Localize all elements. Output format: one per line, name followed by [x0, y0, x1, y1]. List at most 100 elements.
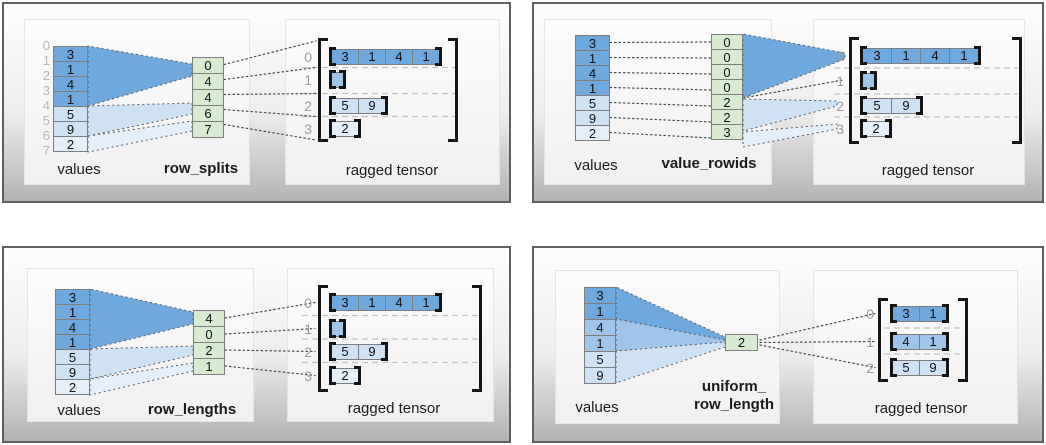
bracket-left — [329, 319, 336, 338]
bracket-left — [329, 119, 336, 138]
bracket-right — [942, 304, 949, 323]
bracket-right — [1012, 37, 1022, 144]
bracket-right — [916, 96, 923, 115]
values-cell: 2 — [575, 125, 610, 141]
values-column: 3 1 4 1 5 9 2 — [53, 46, 88, 152]
tensor-row: 2 — [329, 366, 361, 385]
param-cell: 0 — [711, 49, 743, 65]
param-column: 2 — [725, 334, 758, 351]
values-cell: 5 — [584, 351, 616, 368]
bracket-left — [329, 96, 336, 115]
values-cell: 1 — [575, 50, 610, 66]
row-index-label: 3 — [42, 82, 50, 98]
tensor-cell: 4 — [385, 48, 413, 65]
tensor-cell: 9 — [358, 343, 386, 360]
tensor-cell: 4 — [920, 47, 950, 64]
values-label: values — [575, 399, 619, 416]
values-cell: 1 — [584, 335, 616, 352]
values-cell: 3 — [584, 287, 616, 304]
values-cell: 1 — [584, 303, 616, 320]
bracket-right — [448, 38, 458, 142]
bracket-left — [860, 119, 867, 138]
tensor-row-empty — [329, 319, 346, 338]
tensor-row-label: 1 — [304, 71, 312, 88]
tensor-cell: 1 — [358, 48, 386, 65]
bracket-right — [870, 71, 877, 90]
param-label: row_splits — [163, 160, 239, 177]
tensor-row-label: 1 — [836, 72, 844, 89]
values-cell: 3 — [575, 35, 610, 51]
tensor-row: 3 1 4 1 — [329, 47, 442, 66]
bracket-left — [329, 293, 336, 312]
values-cell: 4 — [575, 65, 610, 81]
quadrant-row-lengths: 3 1 4 1 5 9 2 4 0 2 1 values row_lengths… — [2, 246, 511, 443]
values-cell: 1 — [575, 80, 610, 96]
bracket-left — [318, 285, 328, 392]
values-label: values — [57, 402, 101, 419]
tensor-label: ragged tensor — [347, 400, 441, 417]
values-column: 3 1 4 1 5 9 — [584, 287, 616, 384]
tensor-row-label: 2 — [836, 97, 844, 114]
param-column: 4 0 2 1 — [193, 310, 225, 375]
tensor-row-label: 1 — [866, 333, 874, 350]
param-cell: 3 — [711, 124, 743, 140]
param-cell: 2 — [711, 109, 743, 125]
param-label-line2: row_length — [693, 396, 775, 413]
bracket-right — [381, 96, 388, 115]
tensor-label: ragged tensor — [345, 162, 439, 179]
tensor-label: ragged tensor — [881, 162, 975, 179]
bracket-left — [890, 358, 897, 377]
row-index-label: 0 — [42, 37, 50, 53]
bracket-right — [885, 119, 892, 138]
bracket-right — [354, 366, 361, 385]
quadrant-row-splits: 0 1 2 3 4 5 6 7 3 1 4 1 5 9 2 0 4 4 6 7 … — [2, 2, 511, 203]
tensor-row: 2 — [329, 119, 361, 138]
tensor-row-label: 0 — [866, 305, 874, 322]
tensor-row-empty — [329, 70, 346, 89]
bracket-right — [339, 70, 346, 89]
param-cell: 0 — [193, 326, 225, 343]
tensor-row-label: 2 — [304, 97, 312, 114]
tensor-row: 3 1 4 1 — [860, 46, 981, 65]
row-index-label: 4 — [42, 97, 50, 113]
values-cell: 5 — [575, 95, 610, 111]
values-cell: 5 — [55, 349, 90, 365]
param-column: 0 4 4 6 7 — [192, 57, 224, 138]
bracket-left — [860, 71, 867, 90]
param-cell: 1 — [193, 358, 225, 375]
tensor-row: 5 9 — [890, 358, 949, 377]
row-index-label: 1 — [42, 52, 50, 68]
bracket-left — [890, 332, 897, 351]
bracket-right — [381, 342, 388, 361]
tensor-row-label: 3 — [836, 120, 844, 137]
values-cell: 9 — [575, 110, 610, 126]
param-cell: 7 — [192, 121, 224, 138]
bracket-left — [329, 47, 336, 66]
tensor-row-label: 1 — [304, 320, 312, 337]
values-cell: 5 — [53, 106, 88, 122]
values-cell: 9 — [53, 121, 88, 137]
bracket-right — [435, 293, 442, 312]
param-cell: 6 — [192, 105, 224, 122]
bracket-left — [860, 46, 867, 65]
values-cell: 3 — [53, 46, 88, 62]
tensor-row-label: 0 — [304, 48, 312, 65]
bracket-right — [354, 119, 361, 138]
values-cell: 4 — [53, 76, 88, 92]
param-cell: 2 — [193, 342, 225, 359]
param-cell: 4 — [193, 310, 225, 327]
values-cell: 4 — [55, 319, 90, 335]
param-cell: 4 — [192, 73, 224, 90]
tensor-cell: 4 — [385, 294, 413, 311]
tensor-row: 3 1 4 1 — [329, 293, 442, 312]
tensor-row: 2 — [860, 119, 892, 138]
values-cell: 3 — [55, 289, 90, 305]
bracket-left — [849, 37, 859, 144]
values-cell: 1 — [55, 304, 90, 320]
values-cell: 1 — [53, 61, 88, 77]
values-cell: 1 — [53, 91, 88, 107]
bracket-right — [339, 319, 346, 338]
tensor-row-empty — [860, 71, 877, 90]
tensor-row: 5 9 — [329, 96, 388, 115]
